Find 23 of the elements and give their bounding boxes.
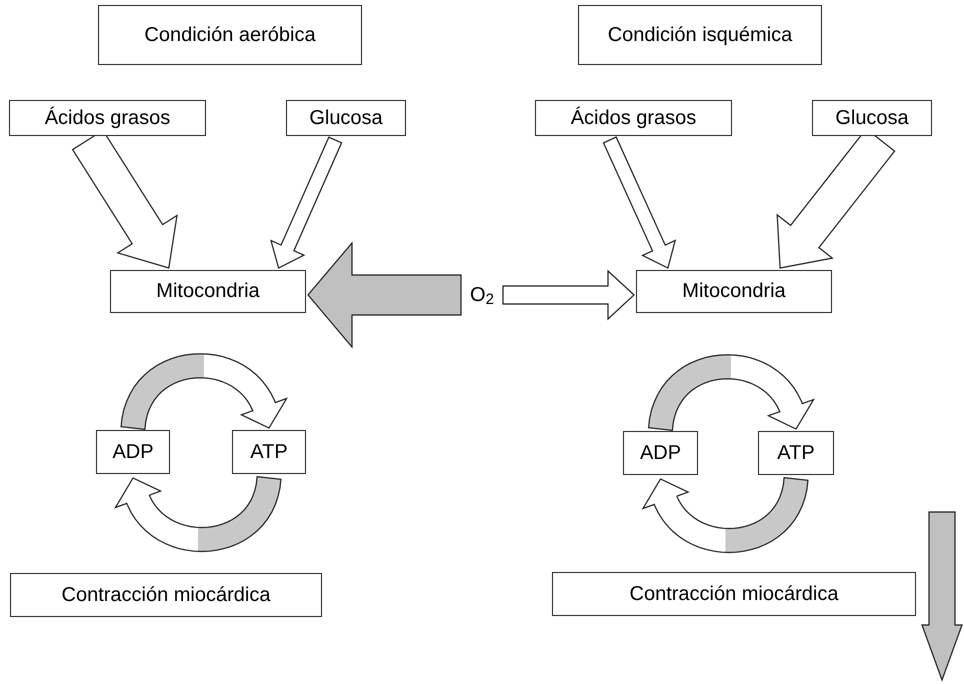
block-arrow (642, 477, 809, 554)
block-arrow (648, 354, 815, 431)
process-box: Glucosa (286, 100, 406, 136)
process-box: Condición aeróbica (98, 5, 362, 65)
process-box: Contracción miocárdica (552, 572, 916, 616)
process-box: ADP (623, 431, 698, 475)
process-box: Condición isquémica (578, 5, 822, 65)
process-box: Mitocondria (636, 270, 832, 313)
block-arrow (307, 241, 462, 349)
process-box: ADP (96, 430, 170, 474)
block-arrow (270, 136, 342, 269)
process-box: Contracción miocárdica (10, 573, 322, 617)
block-arrow (602, 136, 676, 269)
process-box: Glucosa (812, 100, 932, 136)
block-arrow (114, 476, 282, 552)
process-box: Ácidos grasos (535, 100, 732, 136)
block-arrow (120, 353, 288, 430)
process-box: ATP (232, 430, 306, 474)
node-label: O$_{2}$ (462, 280, 502, 310)
process-box: Mitocondria (110, 270, 306, 313)
block-arrow (502, 270, 635, 320)
process-box: ATP (758, 431, 834, 475)
process-box: Ácidos grasos (9, 100, 206, 136)
